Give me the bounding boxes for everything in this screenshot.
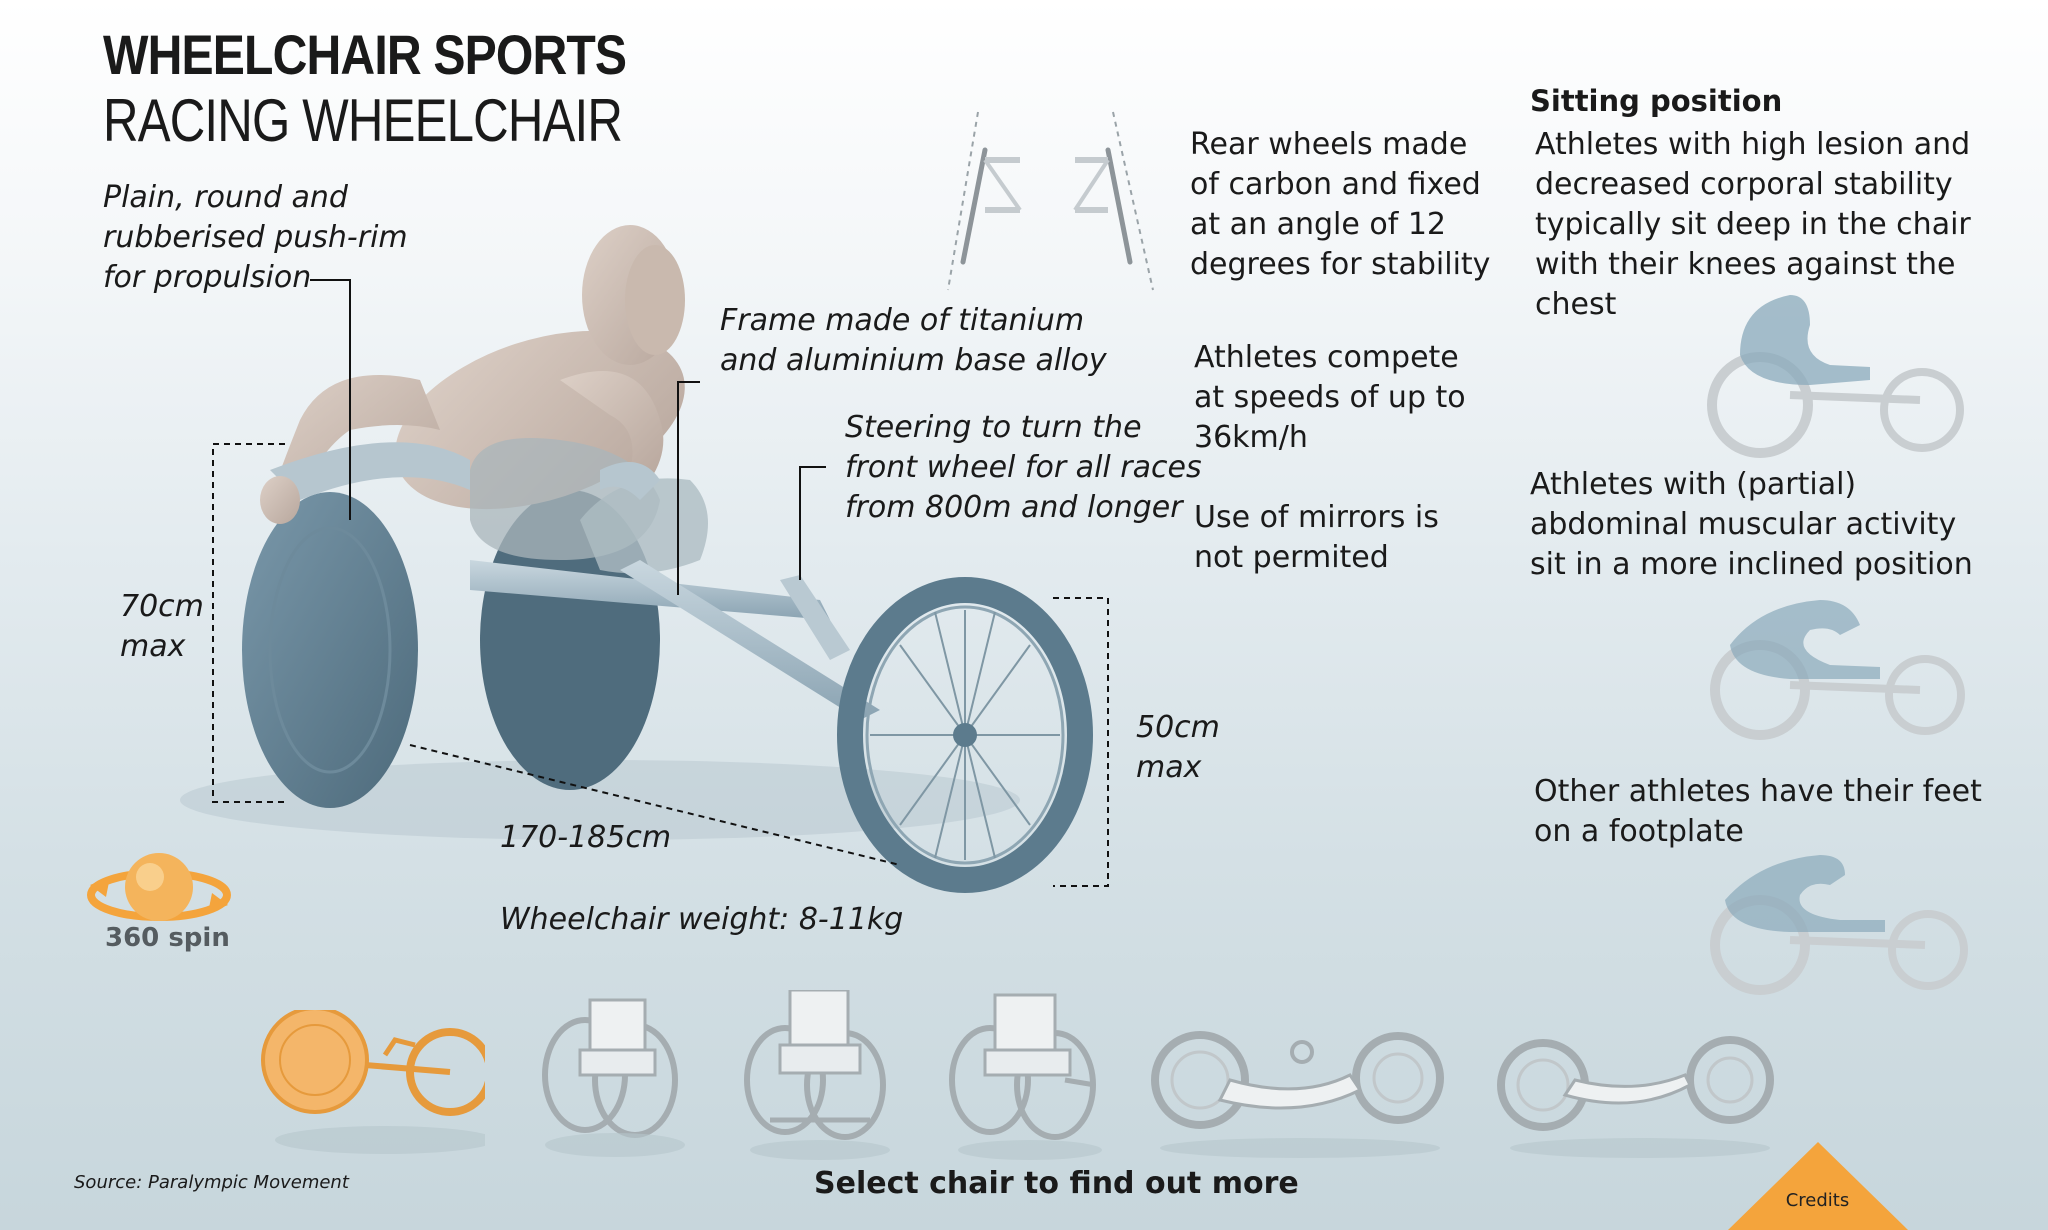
annotation-rear-wheels: Rear wheels made of carbon and fixed at … (1190, 127, 1491, 282)
annotation-steering: Steering to turn the front wheel for all… (845, 410, 1202, 525)
sitting-item-2: Athletes with (partial) abdominal muscul… (1530, 467, 1973, 582)
annotation-mirrors: Use of mirrors is not permited (1194, 500, 1439, 575)
chair-thumb-racing[interactable] (255, 1010, 485, 1160)
chair-thumb-handcycle-1[interactable] (1150, 1020, 1450, 1160)
page-subtitle: RACING WHEELCHAIR (103, 87, 623, 154)
spin-label[interactable]: 360 spin (105, 923, 230, 953)
credits-button[interactable]: Credits (1785, 1190, 1850, 1211)
dimension-length: 170-185cm (500, 820, 672, 855)
select-chair-prompt: Select chair to find out more (814, 1166, 1299, 1201)
sitting-item-3: Other athletes have their feet on a foot… (1534, 774, 1982, 849)
chair-thumb-basketball[interactable] (535, 990, 685, 1160)
sitting-heading: Sitting position (1530, 84, 1783, 118)
source-note: Source: Paralympic Movement (74, 1172, 349, 1193)
annotation-speed: Athletes compete at speeds of up to 36km… (1194, 340, 1466, 455)
sitting-pose-inclined-icon (1710, 600, 1965, 740)
page-title: WHEELCHAIR SPORTS (103, 23, 627, 86)
spin-icon[interactable] (82, 845, 237, 935)
annotation-frame: Frame made of titanium and aluminium bas… (720, 303, 1107, 378)
chair-thumb-tennis[interactable] (945, 990, 1105, 1160)
sitting-pose-footplate-icon (1710, 855, 1968, 995)
annotation-push-rim: Plain, round and rubberised push-rim for… (103, 180, 408, 295)
wheelchair-weight: Wheelchair weight: 8-11kg (500, 902, 904, 937)
dimension-rear-height: 70cm max (120, 589, 204, 664)
chair-thumb-rugby[interactable] (740, 990, 890, 1160)
credits-tab[interactable] (1728, 1142, 1908, 1230)
chair-thumb-handcycle-2[interactable] (1495, 1030, 1780, 1160)
sitting-pose-deep-icon (1707, 295, 1964, 458)
dimension-front-height: 50cm max (1136, 710, 1220, 785)
sitting-item-1: Athletes with high lesion and decreased … (1535, 127, 1971, 322)
